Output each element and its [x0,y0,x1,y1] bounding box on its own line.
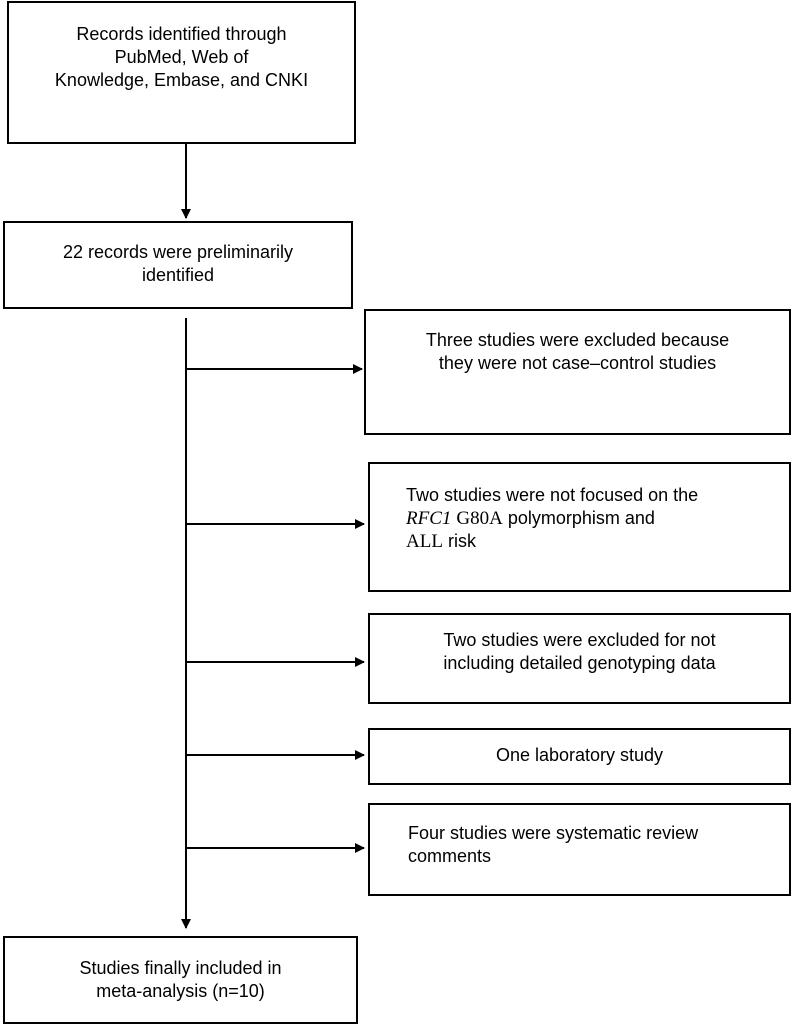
preliminary-line-2: identified [141,265,215,285]
box-review-comments: Four studies were systematic review comm… [368,803,791,896]
review-comments-line-2: comments [408,846,492,866]
no-genotyping-line-1: Two studies were excluded for not [443,630,716,650]
review-comments-line-1: Four studies were systematic review [408,823,699,843]
box-laboratory: One laboratory study [368,728,791,785]
not-case-control-line-1: Three studies were excluded because [425,330,730,350]
disease-name: ALL [406,531,443,552]
no-genotyping-line-2: including detailed genotyping data [443,653,716,673]
laboratory-line-1: One laboratory study [495,745,664,765]
not-focused-line-2: RFC1 G80A polymorphism and [406,507,779,530]
box-records-source: Records identified through PubMed, Web o… [7,1,356,144]
preliminary-line-1: 22 records were preliminarily [62,242,294,262]
records-source-line-1: Records identified through [76,24,287,44]
not-focused-line-1: Two studies were not focused on the [406,485,699,505]
final-line-2: meta-analysis (n=10) [96,981,265,1001]
box-no-genotyping: Two studies were excluded for not includ… [368,613,791,704]
final-line-1: Studies finally included in [79,958,282,978]
not-focused-line-3-rest: risk [447,531,476,551]
gene-name: RFC1 [406,508,452,529]
box-final: Studies finally included in meta-analysi… [3,936,358,1024]
box-preliminary: 22 records were preliminarily identified [3,221,353,309]
box-not-focused: Two studies were not focused on the RFC1… [368,462,791,592]
not-case-control-line-2: they were not case–control studies [438,353,717,373]
box-excluded-not-case-control: Three studies were excluded because they… [364,309,791,435]
records-source-line-3: Knowledge, Embase, and CNKI [54,70,309,90]
variant-name: G80A [456,508,503,529]
not-focused-line-2-rest: polymorphism and [507,508,655,528]
not-focused-line-3: ALL risk [406,530,779,553]
records-source-line-2: PubMed, Web of [114,47,249,67]
